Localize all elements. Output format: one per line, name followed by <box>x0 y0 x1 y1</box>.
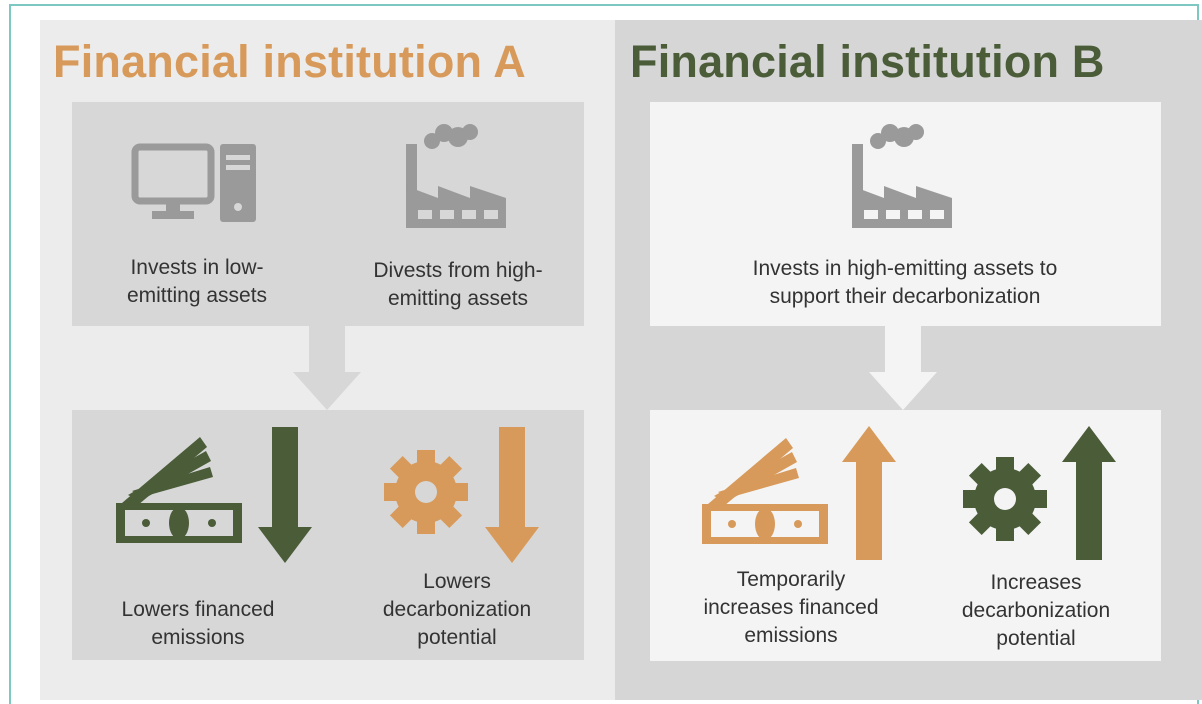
arrow-down-icon <box>258 427 312 563</box>
money-icon <box>116 437 242 543</box>
institution-b-panel: Financial institution B Invests in high-… <box>615 20 1202 700</box>
institution-a-panel: Financial institution A Invests in l <box>40 20 618 700</box>
computer-icon <box>131 143 256 222</box>
outcome-label-financed-emissions: Temporarily increases financed emissions <box>703 568 879 647</box>
action-label-high-emitting: Invests in high-emitting assets to suppo… <box>752 257 1058 308</box>
arrow-up-icon <box>1062 426 1116 560</box>
flow-arrow-down <box>869 326 937 410</box>
institution-b-actions-box: Invests in high-emitting assets to suppo… <box>650 102 1161 326</box>
institution-b-title: Financial institution B <box>630 36 1105 87</box>
institution-b-outcomes-box: Temporarily increases financed emissions… <box>650 410 1161 661</box>
factory-icon <box>406 124 506 228</box>
outcome-label-decarbonization: Lowers decarbonization potential <box>382 570 532 649</box>
action-label-low-emitting: Invests in low- emitting assets <box>126 256 268 307</box>
outcome-label-financed-emissions: Lowers financed emissions <box>121 598 275 649</box>
arrow-up-icon <box>842 426 896 560</box>
outcome-label-decarbonization: Increases decarbonization potential <box>961 571 1111 650</box>
gear-icon <box>384 450 468 534</box>
institution-a-title: Financial institution A <box>53 36 526 87</box>
factory-icon <box>852 124 952 228</box>
arrow-down-icon <box>485 427 539 563</box>
flow-arrow-down <box>293 326 361 410</box>
action-label-divest: Divests from high- emitting assets <box>373 259 543 310</box>
institution-a-outcomes-box: Lowers financed emissions Lowers decarbo… <box>72 410 584 660</box>
gear-icon <box>963 457 1047 541</box>
money-icon <box>702 438 828 544</box>
institution-a-actions-box: Invests in low- emitting assets Divests … <box>72 102 584 326</box>
